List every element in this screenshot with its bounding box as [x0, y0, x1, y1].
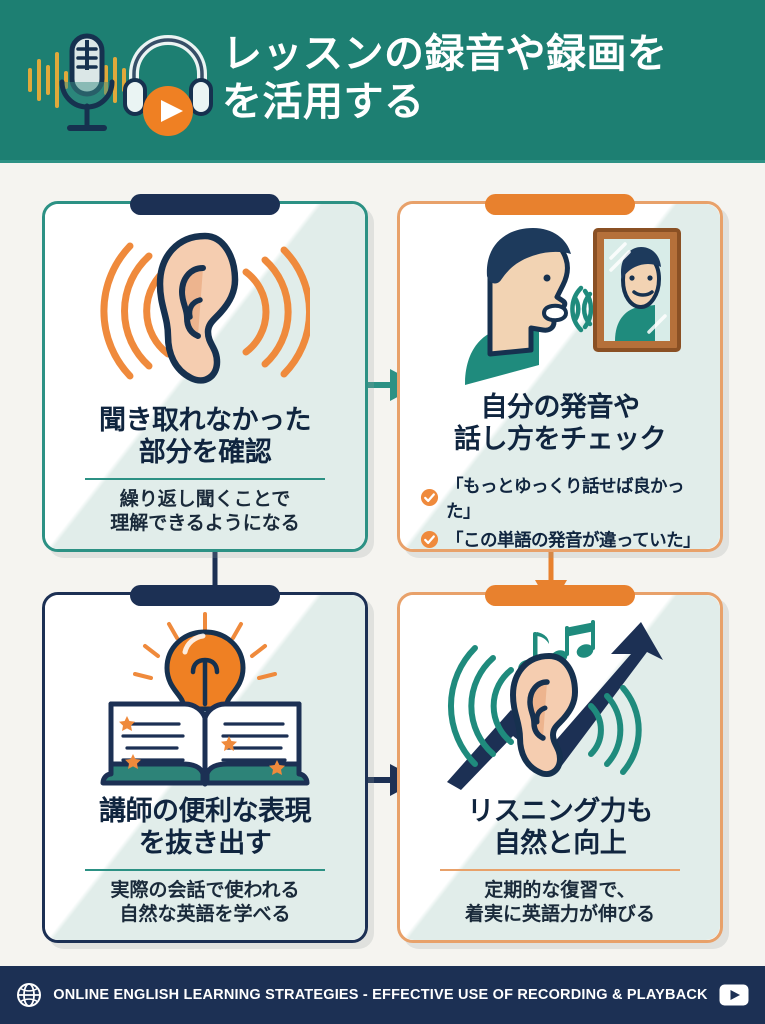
card-2-bullet-item-2: 「この単語の発音が違っていた」: [420, 527, 701, 549]
card-1-sub-line2: 理解できるようになる: [110, 513, 300, 535]
footer-bar: ONLINE ENGLISH LEARNING STRATEGIES - EFF…: [0, 966, 765, 1024]
open-book-icon: [100, 701, 310, 787]
card-3-sub-line2: 自然な英語を学べる: [119, 904, 291, 926]
header-banner: レッスンの録音や録画を を活用する: [0, 0, 765, 160]
card-2[interactable]: 自分の発音や 話し方をチェック 「もっとゆっくり話せば良かった」: [397, 194, 723, 552]
person-mirror-icon: [465, 228, 681, 385]
waveform-left-icon: [28, 52, 68, 108]
book-stars: [119, 716, 285, 776]
card-3-divider: [85, 868, 325, 871]
microphone-icon: [59, 33, 115, 131]
card-2-title: 自分の発音や 話し方をチェック: [454, 392, 667, 456]
card-2-bullet-text-2: 「この単語の発音が違っていた」: [446, 529, 701, 549]
card-1-icon-area: [59, 220, 351, 403]
card-1-title-line1: 聞き取れなかった: [99, 404, 312, 435]
card-1-subtitle: 繰り返し聞くことで 理解できるようになる: [110, 488, 300, 537]
card-2-bullet-item-1: 「もっとゆっくり話せば良かった」: [420, 473, 700, 523]
play-button-icon[interactable]: [719, 984, 749, 1006]
card-2-title-line2: 話し方をチェック: [454, 423, 667, 454]
card-2-inner: 自分の発音や 話し方をチェック 「もっとゆっくり話せば良かった」: [400, 204, 720, 549]
card-4-title-line1: リスニング力も: [467, 795, 653, 826]
soundwave-right-icon: [242, 246, 310, 378]
card-4-sub-line2: 着実に英語力が伸びる: [464, 904, 655, 926]
card-2-title-line1: 自分の発音や: [480, 392, 641, 422]
card-3-content: 講師の便利な表現 を抜き出す 実際の会話で使われる 自然な英語を学べる: [45, 595, 365, 940]
ear-shape-icon: [510, 653, 578, 778]
lightbulb-book-icon: [100, 612, 310, 787]
soundwave-right-icon: [588, 685, 642, 776]
card-1-title: 聞き取れなかった 部分を確認: [99, 404, 312, 469]
card-4-title: リスニング力も 自然と向上: [467, 796, 653, 860]
card-3-icon-area: [59, 611, 351, 794]
mirror-icon: [593, 228, 681, 352]
globe-icon: [17, 983, 42, 1007]
header-title: レッスンの録音や録画を を活用する: [222, 30, 668, 126]
card-1-inner: 聞き取れなかった 部分を確認 繰り返し聞くことで 理解できるようになる: [45, 204, 365, 549]
ear-with-soundwaves-icon: [100, 233, 310, 385]
card-3-title-line2: を抜き出す: [138, 827, 272, 858]
card-3-title-line1: 講師の便利な表現: [99, 795, 312, 826]
card-4-tab: [485, 585, 635, 606]
ear-growth-arrow-icon: [447, 620, 663, 791]
card-4-subtitle: 定期的な復習で、 着実に英語力が伸びる: [465, 879, 655, 928]
card-1-content: 聞き取れなかった 部分を確認 繰り返し聞くことで 理解できるようになる: [45, 204, 365, 549]
card-3-title: 講師の便利な表現 を抜き出す: [99, 795, 312, 860]
card-4-content: リスニング力も 自然と向上 定期的な復習で、 着実に英語力が伸びる: [400, 595, 720, 940]
card-4-sub-line1: 定期的な復習で、: [484, 879, 636, 901]
card-2-tab: [485, 194, 635, 215]
header-title-line1: レッスンの録音や録画を: [222, 32, 668, 76]
soundwave-left-icon: [100, 242, 172, 380]
card-1-title-line2: 部分を確認: [138, 436, 272, 467]
play-button-icon: [143, 86, 193, 136]
soundwave-left-icon: [447, 645, 514, 768]
card-4[interactable]: リスニング力も 自然と向上 定期的な復習で、 着実に英語力が伸びる: [397, 585, 723, 943]
header-bottom-rule: [0, 160, 765, 163]
check-circle-icon: [420, 489, 439, 507]
card-3[interactable]: 講師の便利な表現 を抜き出す 実際の会話で使われる 自然な英語を学べる: [42, 585, 368, 943]
card-1-divider: [85, 477, 325, 480]
footer-text: ONLINE ENGLISH LEARNING STRATEGIES - EFF…: [53, 987, 708, 1003]
light-rays-icon: [133, 612, 277, 681]
card-2-content: 自分の発音や 話し方をチェック 「もっとゆっくり話せば良かった」: [400, 204, 720, 549]
card-3-inner: 講師の便利な表現 を抜き出す 実際の会話で使われる 自然な英語を学べる: [45, 595, 365, 940]
card-3-tab: [130, 585, 280, 606]
card-3-sub-line1: 実際の会話で使われる: [110, 879, 300, 901]
card-2-bullet-list: 「もっとゆっくり話せば良かった」 「この単語の発音が違っていた」: [414, 473, 706, 549]
card-4-divider: [440, 868, 680, 871]
card-4-icon-area: [414, 611, 706, 794]
card-2-bullet-text-1: 「もっとゆっくり話せば良かった」: [446, 475, 685, 521]
card-1[interactable]: 聞き取れなかった 部分を確認 繰り返し聞くことで 理解できるようになる: [42, 194, 368, 552]
card-3-subtitle: 実際の会話で使われる 自然な英語を学べる: [110, 879, 299, 928]
growth-arrow-icon: [447, 622, 663, 791]
check-circle-icon: [420, 530, 439, 548]
microphone-headphones-icon: [28, 33, 213, 136]
header-title-line2: を活用する: [222, 80, 425, 124]
card-1-tab: [130, 194, 280, 215]
mirror-voice-waves-icon: [570, 285, 593, 333]
card-4-title-line2: 自然と向上: [493, 827, 627, 858]
ear-shape-icon: [156, 233, 239, 385]
card-2-icon-area: [414, 220, 706, 390]
person-profile-icon: [465, 228, 571, 385]
card-1-sub-line1: 繰り返し聞くことで: [119, 488, 291, 510]
headphones-icon: [123, 35, 213, 116]
card-4-inner: リスニング力も 自然と向上 定期的な復習で、 着実に英語力が伸びる: [400, 595, 720, 940]
